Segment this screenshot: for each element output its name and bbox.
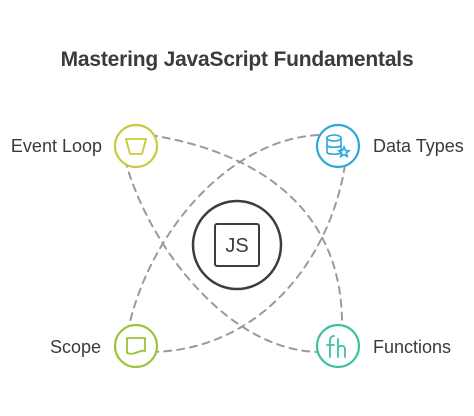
- connectors: [124, 134, 346, 353]
- bucket-icon: [125, 138, 147, 155]
- data-types-node: [315, 123, 361, 169]
- scope-node: [113, 323, 159, 369]
- diagram-title: Mastering JavaScript Fundamentals: [60, 48, 414, 71]
- functions-label: Functions: [373, 337, 452, 357]
- connector-eventloop-functions: [149, 134, 344, 331]
- event-loop-label: Event Loop: [10, 136, 102, 156]
- connector-datatypes-scope: [127, 134, 319, 331]
- function-icon: [326, 335, 346, 358]
- scope-label: Scope: [49, 337, 101, 357]
- center-js-label: JS: [225, 235, 248, 257]
- connector-eventloop-functions-lower: [124, 159, 319, 353]
- data-types-label: Data Types: [373, 136, 464, 156]
- event-loop-node: [113, 123, 159, 169]
- center-node: JS: [191, 199, 283, 291]
- functions-node: [315, 323, 361, 369]
- scope-flag-icon: [126, 337, 146, 355]
- connector-datatypes-scope-lower: [151, 164, 346, 353]
- database-star-icon: [326, 134, 352, 159]
